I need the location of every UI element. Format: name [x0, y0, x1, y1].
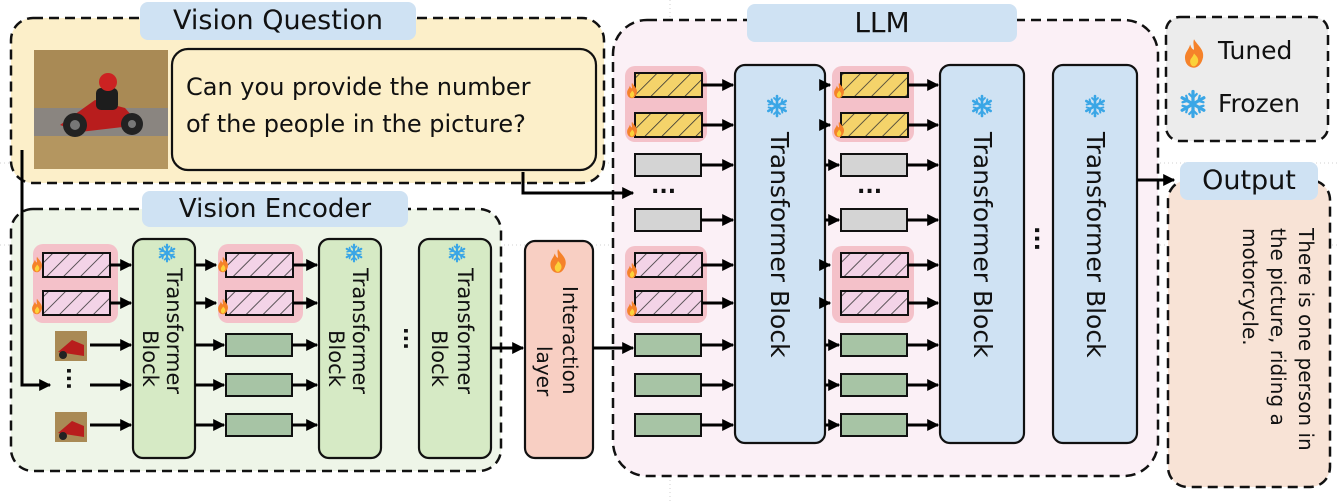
- question-line-2: of the people in the picture?: [186, 110, 526, 138]
- llm-transformer-block-1: [733, 63, 827, 445]
- encoder-block-1-label-a: Transformer: [162, 268, 186, 395]
- llm-token-ellipsis-1: ...: [651, 174, 677, 199]
- legend-frozen-label: Frozen: [1218, 89, 1300, 118]
- interaction-layer-label-a: Interaction: [558, 286, 582, 395]
- image-patches: [55, 331, 87, 442]
- llm-label: LLM: [747, 4, 1017, 42]
- llm-transformer-block-3: [1051, 63, 1139, 445]
- llm-block-2-label: Transformer Block: [968, 132, 997, 358]
- encoder-block-ellipsis: ...: [399, 327, 423, 350]
- llm-block-1-label: Transformer Block: [765, 132, 794, 358]
- question-box: [170, 47, 598, 172]
- motorcycle-photo: [34, 50, 168, 169]
- output-label: Output: [1180, 162, 1318, 200]
- encoder-block-2-label-b: Block: [324, 330, 348, 387]
- encoder-transformer-block-2: [317, 237, 383, 460]
- encoder-block-3-label-a: Transformer: [453, 268, 477, 395]
- llm-block-3-label: Transformer Block: [1081, 132, 1110, 358]
- llm-token-ellipsis-2: ...: [857, 174, 883, 199]
- interaction-layer-label-b: layer: [532, 346, 556, 397]
- encoder-block-1-label-b: Block: [138, 330, 162, 387]
- output-answer: There is one person in the picture, ridi…: [1238, 228, 1318, 451]
- encoder-block-3-label-b: Block: [427, 330, 451, 387]
- llm-block-ellipsis: ...: [1029, 226, 1054, 252]
- llm-transformer-block-2: [938, 63, 1026, 445]
- encoder-patch-ellipsis: ...: [62, 367, 86, 390]
- legend-tuned-label: Tuned: [1218, 36, 1293, 65]
- vision-encoder-label: Vision Encoder: [142, 191, 408, 227]
- encoder-block-2-label-a: Transformer: [348, 268, 372, 395]
- vision-question-label: Vision Question: [140, 2, 416, 40]
- encoder-transformer-block-1: [131, 237, 197, 460]
- question-line-1: Can you provide the number: [186, 73, 531, 101]
- legend-panel: [1164, 15, 1330, 143]
- output-panel: [1166, 178, 1332, 489]
